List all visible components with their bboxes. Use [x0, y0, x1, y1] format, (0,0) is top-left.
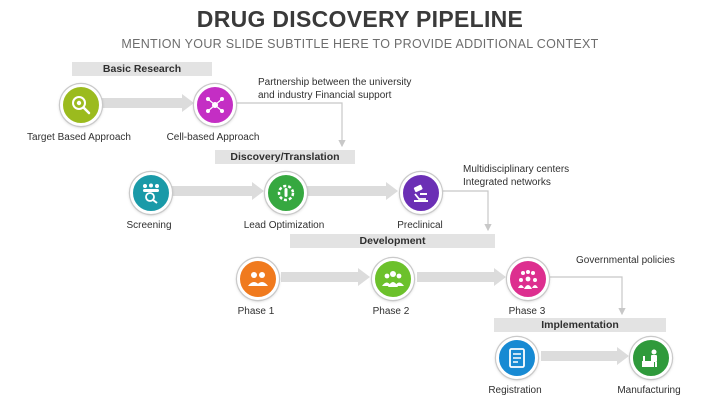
note-basic-research: Partnership between the university and i…	[258, 76, 411, 102]
page-title: DRUG DISCOVERY PIPELINE	[196, 6, 524, 32]
arrow-screening-to-lead	[172, 182, 264, 200]
elbow-development-to-implementation	[545, 276, 626, 316]
arrow-phase2-to-phase3	[417, 268, 506, 286]
document-checklist-icon	[509, 348, 525, 368]
node-registration[interactable]	[496, 337, 538, 379]
factory-worker-icon	[642, 349, 657, 367]
page-subtitle: MENTION YOUR SLIDE SUBTITLE HERE TO PROV…	[121, 37, 599, 51]
note-line: Governmental policies	[576, 255, 675, 266]
stage-band-discovery-translation: Discovery/Translation	[215, 150, 355, 164]
arrow-lead-to-preclinical	[307, 182, 398, 200]
node-phase-3[interactable]	[507, 258, 549, 300]
note-line: Integrated networks	[463, 177, 551, 188]
stage-band-development: Development	[290, 234, 495, 248]
label-phase-3: Phase 3	[508, 306, 546, 317]
people-group-icon	[518, 270, 538, 289]
node-target-based-approach[interactable]	[60, 84, 102, 126]
elbow-discovery-to-development	[440, 190, 492, 232]
arrow-registration-to-manufacturing	[541, 347, 629, 365]
team-search-icon	[143, 183, 159, 204]
label-preclinical: Preclinical	[397, 220, 443, 231]
node-preclinical[interactable]	[400, 172, 442, 214]
elbow-basic-to-discovery	[232, 102, 346, 148]
molecule-network-icon	[206, 97, 224, 113]
node-phase-1[interactable]	[237, 258, 279, 300]
microscope-icon	[413, 184, 428, 202]
label-phase-2: Phase 2	[372, 306, 410, 317]
node-manufacturing[interactable]	[630, 337, 672, 379]
magnifier-gear-icon	[72, 96, 91, 115]
label-registration: Registration	[488, 385, 542, 396]
note-development: Governmental policies	[576, 254, 675, 267]
label-manufacturing: Manufacturing	[617, 385, 681, 396]
label-target-based-approach: Target Based Approach	[27, 132, 131, 143]
label-screening: Screening	[126, 220, 172, 231]
arrow-phase1-to-phase2	[281, 268, 370, 286]
people-group-icon	[382, 271, 404, 287]
label-lead-optimization: Lead Optimization	[243, 220, 325, 231]
node-cell-based-approach[interactable]	[194, 84, 236, 126]
label-cell-based-approach: Cell-based Approach	[166, 132, 260, 143]
arrow-target-to-cell	[102, 94, 194, 112]
gear-test-tube-icon	[277, 184, 295, 202]
note-line: Partnership between the university	[258, 77, 412, 88]
node-screening[interactable]	[130, 172, 172, 214]
label-phase-1: Phase 1	[237, 306, 275, 317]
note-line: Multidisciplinary centers	[463, 164, 570, 175]
stage-band-basic-research: Basic Research	[72, 62, 212, 76]
people-group-icon	[248, 272, 268, 286]
node-phase-2[interactable]	[372, 258, 414, 300]
note-line: and industry Financial support	[258, 90, 392, 101]
note-discovery: Multidisciplinary centers Integrated net…	[463, 163, 569, 189]
node-lead-optimization[interactable]	[265, 172, 307, 214]
stage-band-implementation: Implementation	[494, 318, 666, 332]
